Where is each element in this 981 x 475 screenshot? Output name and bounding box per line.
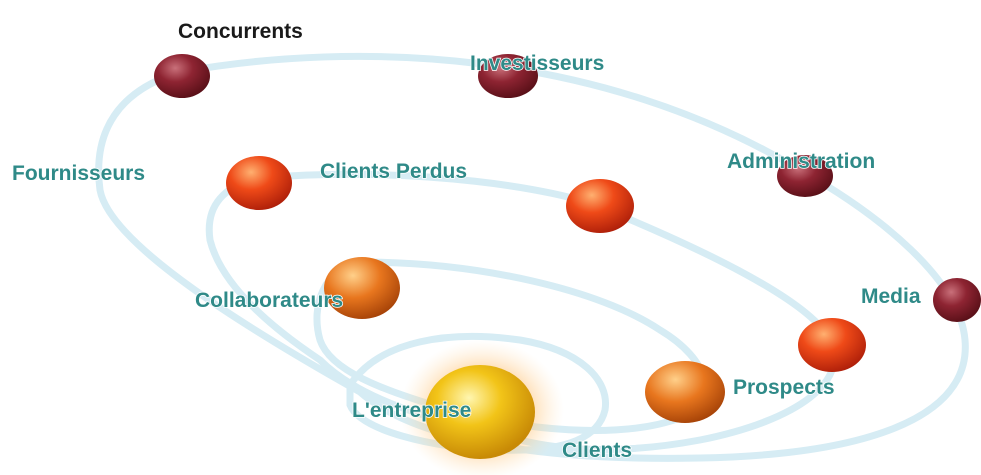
- outer-planets: [154, 54, 981, 322]
- planet-collaborateurs: [324, 257, 400, 319]
- middle-planets: [226, 156, 866, 372]
- planet-investisseurs: [478, 54, 538, 98]
- sun-entreprise: [400, 340, 564, 475]
- sun-core: [425, 365, 535, 459]
- label-collaborateurs: Collaborateurs: [195, 289, 343, 312]
- label-concurrents: Concurrents: [178, 20, 303, 43]
- label-clients: Clients: [562, 439, 632, 462]
- planet-administration: [777, 155, 833, 197]
- label-fournisseurs: Fournisseurs: [12, 162, 145, 185]
- planet-concurrents: [154, 54, 210, 98]
- label-administration: Administration: [727, 150, 875, 173]
- planet-media-inner: [798, 318, 866, 372]
- inner-planets: [324, 257, 725, 423]
- outer-orbit: [95, 52, 969, 462]
- label-entreprise: L'entreprise: [352, 399, 471, 422]
- labels: Concurrents Investisseurs Fournisseurs C…: [11, 19, 921, 463]
- planet-clients-perdus-right: [566, 179, 634, 233]
- planet-media: [933, 278, 981, 322]
- planet-prospects: [645, 361, 725, 423]
- label-media: Media: [861, 285, 921, 308]
- label-investisseurs: Investisseurs: [470, 52, 604, 75]
- planet-clients-perdus-left: [226, 156, 292, 210]
- inner-orbit: [313, 258, 709, 434]
- label-prospects: Prospects: [733, 376, 835, 399]
- label-clients-perdus: Clients Perdus: [320, 160, 467, 183]
